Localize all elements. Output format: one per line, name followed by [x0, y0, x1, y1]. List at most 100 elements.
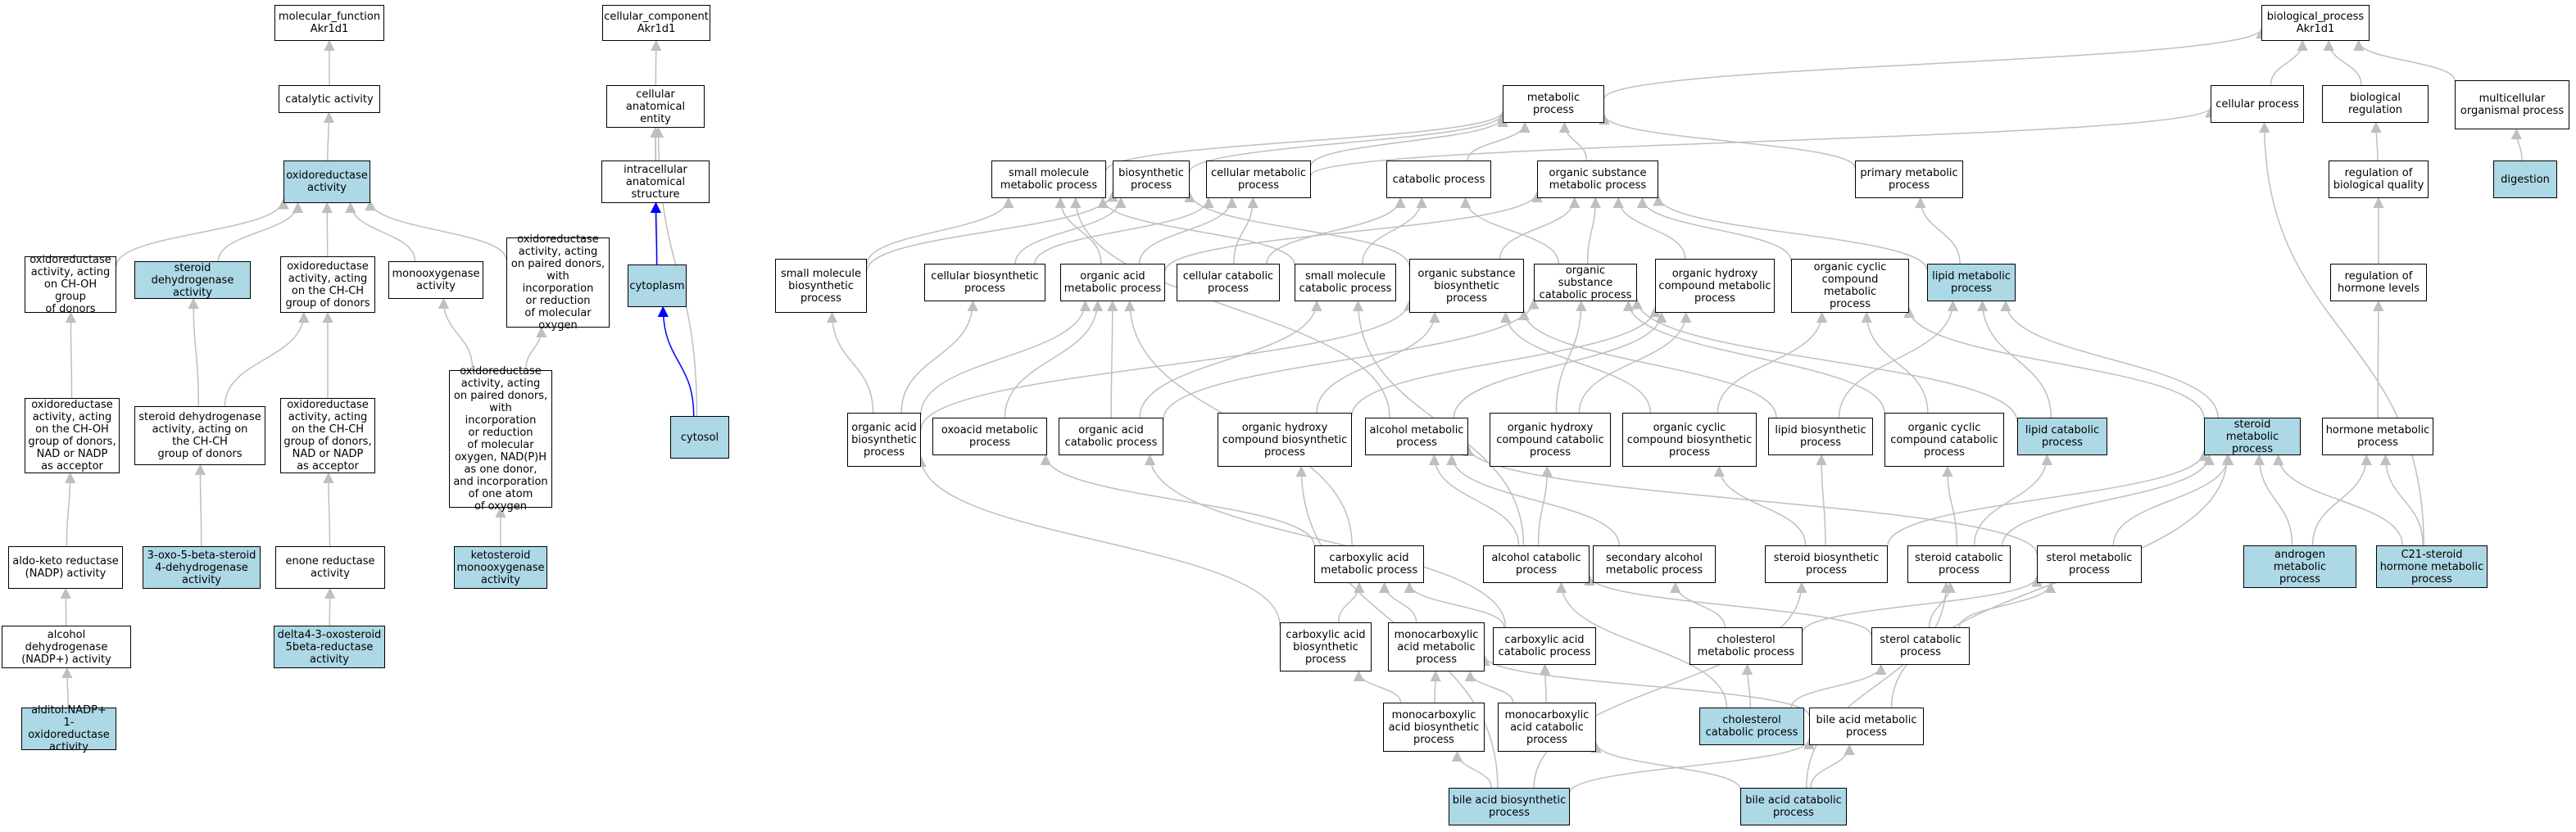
edge-is-a-org-sub-catab-to-org-sub-met — [1586, 197, 1602, 265]
edge-is-a-catabolic-to-metabolic — [1467, 121, 1531, 161]
go-term-steroid-catab[interactable]: steroid catabolic process — [1907, 545, 2011, 583]
go-term-org-hydroxy-catab[interactable]: organic hydroxy compound catabolic proce… — [1490, 413, 1611, 467]
go-term-enone[interactable]: enone reductase activity — [275, 546, 385, 589]
edge-is-a-cholesterol-catab-to-alcohol-catab — [1555, 581, 1728, 708]
go-term-catalytic[interactable]: catalytic activity — [279, 85, 380, 113]
go-term-org-cyclic-catab[interactable]: organic cyclic compound catabolic proces… — [1884, 413, 2004, 467]
edge-is-a-org-cyclic-catab-to-org-cyclic-met — [1861, 311, 1929, 414]
go-term-bio-reg[interactable]: biological regulation — [2322, 85, 2429, 123]
go-term-org-sub-met[interactable]: organic substance metabolic process — [1537, 161, 1658, 198]
go-term-cell-bios[interactable]: cellular biosynthetic process — [924, 264, 1045, 301]
edge-is-a-oxo5beta-to-steroid-dh-chch — [194, 463, 206, 547]
edge-is-a-metabolic-to-bp-root — [1603, 27, 2267, 99]
go-term-intracell[interactable]: intracellular anatomical structure — [601, 161, 710, 203]
go-term-aldoketo[interactable]: aldo-keto reductase (NADP) activity — [8, 546, 123, 589]
go-term-delta4[interactable]: delta4-3-oxosteroid 5beta-reductase acti… — [274, 626, 385, 668]
go-term-org-sub-bios[interactable]: organic substance biosynthetic process — [1409, 259, 1524, 313]
edge-is-a-org-hydroxy-catab-to-org-hydroxy-met — [1578, 311, 1692, 414]
edge-is-a-bile-acid-catab-to-steroid-catab — [1805, 581, 1952, 789]
go-term-cell-anat[interactable]: cellular anatomical entity — [606, 85, 705, 128]
go-term-ketosteroid-mono[interactable]: ketosteroid monooxygenase activity — [454, 546, 547, 589]
go-term-alditol[interactable]: alditol:NADP+ 1-oxidoreductase activity — [21, 704, 116, 753]
go-term-org-hydroxy-met[interactable]: organic hydroxy compound metabolic proce… — [1655, 259, 1775, 313]
go-term-bp-root[interactable]: biological_process Akr1d1 — [2261, 5, 2370, 41]
go-term-oxoacid-met[interactable]: oxoacid metabolic process — [932, 418, 1047, 455]
go-term-org-cyclic-bios[interactable]: organic cyclic compound biosynthetic pro… — [1622, 413, 1757, 467]
go-term-sterol-catab[interactable]: sterol catabolic process — [1871, 627, 1970, 665]
go-term-cell-met[interactable]: cellular metabolic process — [1206, 161, 1311, 198]
edge-is-a-org-hydroxy-bios-to-org-hydroxy-met — [1351, 305, 1661, 416]
go-term-cholesterol-catab[interactable]: cholesterol catabolic process — [1699, 708, 1804, 745]
go-term-digestion[interactable]: digestion — [2493, 161, 2557, 198]
go-term-mf-root[interactable]: molecular_function Akr1d1 — [274, 5, 384, 41]
go-term-bile-acid-bios[interactable]: bile acid biosynthetic process — [1449, 788, 1570, 825]
go-term-alcohol-met[interactable]: alcohol metabolic process — [1365, 418, 1468, 455]
go-term-org-cyclic-met[interactable]: organic cyclic compound metabolic proces… — [1791, 259, 1909, 313]
go-term-org-hydroxy-bios[interactable]: organic hydroxy compound biosynthetic pr… — [1218, 413, 1352, 467]
go-term-org-acid-catab[interactable]: organic acid catabolic process — [1059, 418, 1163, 455]
go-term-bile-acid-met[interactable]: bile acid metabolic process — [1809, 708, 1924, 745]
edge-is-a-carbox-bios-to-carbox-met — [1337, 581, 1365, 623]
go-term-carbox-catab[interactable]: carboxylic acid catabolic process — [1493, 627, 1596, 665]
go-term-ox-chch[interactable]: oxidoreductase activity, acting on the C… — [280, 256, 375, 313]
edge-is-a-c21-steroid-to-steroid-met — [2272, 454, 2403, 546]
go-term-org-acid-bios[interactable]: organic acid biosynthetic process — [847, 413, 921, 467]
go-term-carbox-bios[interactable]: carboxylic acid biosynthetic process — [1280, 622, 1372, 671]
edge-is-a-carbox-catab-to-carbox-met — [1404, 581, 1505, 628]
go-term-reg-hormone[interactable]: regulation of hormone levels — [2330, 264, 2427, 301]
go-term-steroid-dh[interactable]: steroid dehydrogenase activity — [134, 261, 251, 299]
go-term-oxo5beta[interactable]: 3-oxo-5-beta-steroid 4-dehydrogenase act… — [143, 546, 261, 589]
edge-is-a-org-acid-met-to-org-sub-met — [1164, 191, 1543, 272]
go-term-primary-met[interactable]: primary metabolic process — [1855, 161, 1963, 198]
go-term-catabolic[interactable]: catabolic process — [1386, 161, 1491, 198]
go-term-reg-bio-quality[interactable]: regulation of biological quality — [2329, 161, 2429, 198]
go-term-small-mol-met[interactable]: small molecule metabolic process — [991, 161, 1106, 198]
go-term-carbox-met[interactable]: carboxylic acid metabolic process — [1314, 545, 1424, 583]
go-term-steroid-met[interactable]: steroid metabolic process — [2204, 418, 2301, 455]
go-term-hormone-met[interactable]: hormone metabolic process — [2322, 418, 2433, 455]
go-term-lipid-met[interactable]: lipid metabolic process — [1927, 264, 2016, 301]
go-term-multicell[interactable]: multicellular organismal process — [2455, 80, 2569, 129]
go-term-oxidoreductase[interactable]: oxidoreductase activity — [283, 161, 370, 203]
go-term-cc-root[interactable]: cellular_component Akr1d1 — [602, 5, 710, 41]
edge-is-a-sterol-catab-to-alcohol-catab — [1584, 574, 1872, 636]
edge-is-a-biosynthetic-to-metabolic — [1189, 112, 1508, 173]
go-term-small-mol-catab[interactable]: small molecule catabolic process — [1295, 264, 1396, 301]
go-term-cellular-process[interactable]: cellular process — [2211, 85, 2304, 123]
go-term-ox-chch-nad[interactable]: oxidoreductase activity, acting on the C… — [280, 398, 375, 473]
edge-is-a-monooxygenase-to-oxidoreductase — [345, 201, 416, 262]
go-term-c21-steroid[interactable]: C21-steroid hormone metabolic process — [2376, 545, 2488, 588]
go-term-ox-chOH[interactable]: oxidoreductase activity, acting on CH-OH… — [25, 254, 116, 315]
go-term-bile-acid-catab[interactable]: bile acid catabolic process — [1740, 788, 1847, 825]
go-term-sterol-met[interactable]: sterol metabolic process — [2037, 545, 2142, 583]
go-term-steroid-dh-chch[interactable]: steroid dehydrogenase activity, acting o… — [134, 406, 265, 465]
go-term-ox-chOH-nad[interactable]: oxidoreductase activity, acting on the C… — [25, 398, 120, 473]
go-term-monocarb-bios[interactable]: monocarboxylic acid biosynthetic process — [1383, 703, 1485, 752]
edge-is-a-ox-paired-nadph-to-monooxygenase — [438, 297, 474, 371]
go-term-small-mol-bios[interactable]: small molecule biosynthetic process — [775, 259, 867, 313]
go-term-sec-alcohol-met[interactable]: secondary alcohol metabolic process — [1593, 545, 1716, 583]
go-term-ox-paired[interactable]: oxidoreductase activity, acting on paire… — [506, 233, 610, 332]
go-term-monocarb-catab[interactable]: monocarboxylic acid catabolic process — [1498, 703, 1596, 752]
go-term-metabolic[interactable]: metabolic process — [1503, 85, 1604, 123]
go-term-steroid-bios[interactable]: steroid biosynthetic process — [1765, 545, 1888, 583]
go-term-lipid-catab[interactable]: lipid catabolic process — [2017, 418, 2107, 455]
edge-is-a-bile-acid-catab-to-monocarb-catab — [1590, 741, 1741, 790]
edge-part-of-cytosol-to-cytoplasm — [657, 305, 695, 417]
edge-is-a-digestion-to-multicell — [2510, 128, 2523, 161]
go-term-monooxygenase[interactable]: monooxygenase activity — [388, 261, 483, 299]
go-term-org-sub-catab[interactable]: organic substance catabolic process — [1534, 264, 1637, 301]
go-term-cytosol[interactable]: cytosol — [670, 416, 729, 459]
go-term-org-acid-met[interactable]: organic acid metabolic process — [1060, 264, 1165, 301]
go-term-androgen-met[interactable]: androgen metabolic process — [2243, 545, 2356, 588]
go-term-biosynthetic[interactable]: biosynthetic process — [1113, 161, 1190, 198]
edge-is-a-cell-catab-to-cell-met — [1233, 197, 1259, 265]
go-term-cholesterol-met[interactable]: cholesterol metabolic process — [1689, 627, 1803, 665]
go-term-lipid-bios[interactable]: lipid biosynthetic process — [1768, 418, 1873, 455]
go-term-cell-catab[interactable]: cellular catabolic process — [1177, 264, 1280, 301]
go-term-alcohol-catab[interactable]: alcohol catabolic process — [1483, 545, 1590, 583]
go-term-cytoplasm[interactable]: cytoplasm — [628, 265, 687, 307]
go-term-alcohol-dh[interactable]: alcohol dehydrogenase (NADP+) activity — [2, 626, 131, 668]
go-term-ox-paired-nadph[interactable]: oxidoreductase activity, acting on paire… — [449, 365, 552, 513]
go-term-monocarb-met[interactable]: monocarboxylic acid metabolic process — [1388, 622, 1485, 671]
